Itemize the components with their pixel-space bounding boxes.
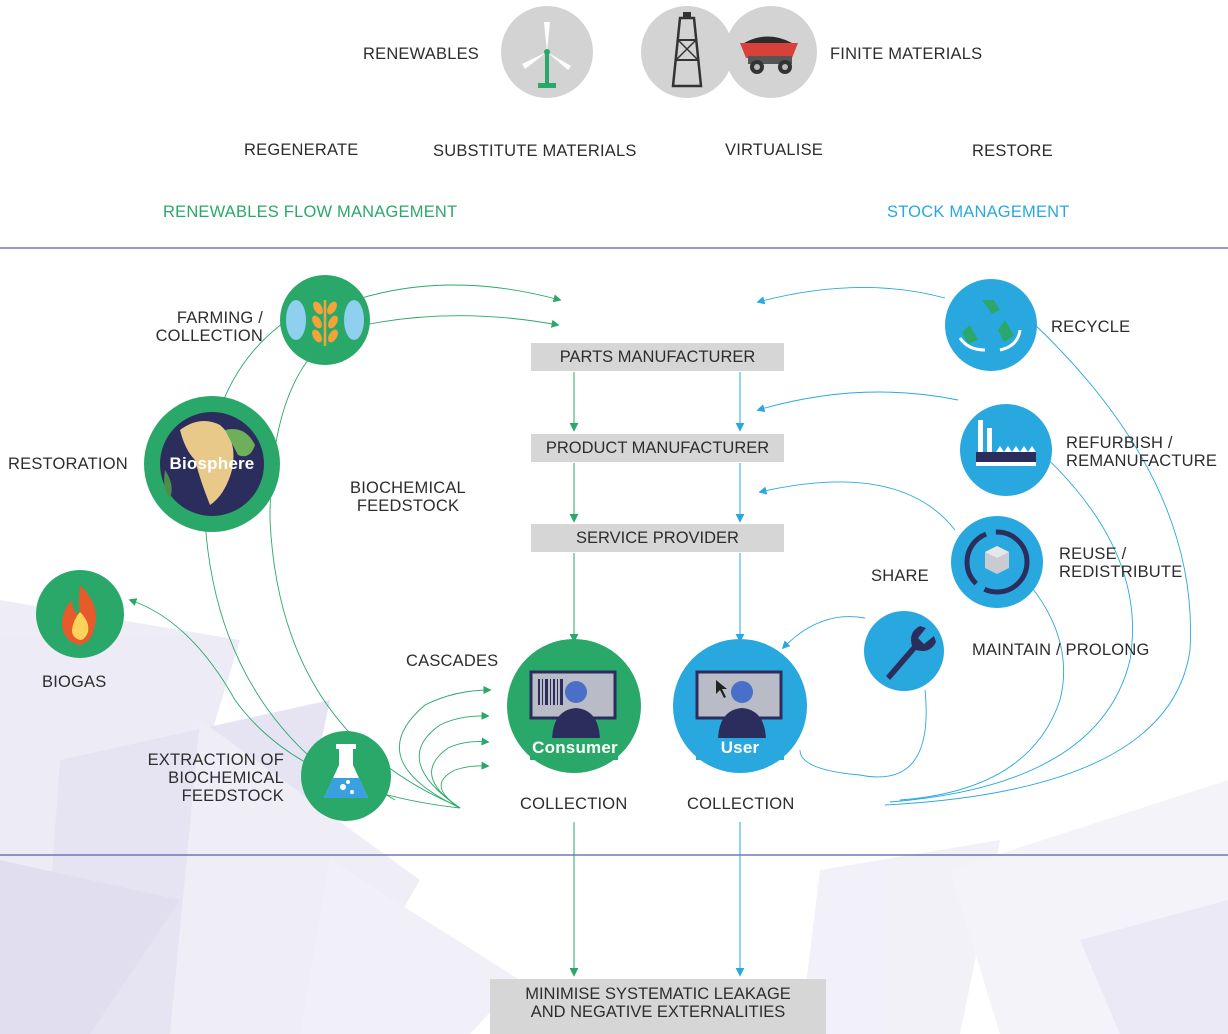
renewables-label: RENEWABLES <box>363 45 480 63</box>
product-manufacturer-box: PRODUCT MANUFACTURER <box>531 434 784 462</box>
share-label: SHARE <box>871 567 929 585</box>
restoration-label: RESTORATION <box>8 455 128 473</box>
leakage-box: MINIMISE SYSTEMATIC LEAKAGE AND NEGATIVE… <box>490 979 826 1034</box>
finite-materials-label: FINITE MATERIALS <box>830 45 983 63</box>
recycle-icon <box>945 279 1037 371</box>
recycle-label: RECYCLE <box>1051 318 1131 336</box>
flask-icon <box>301 731 391 821</box>
farming-collection-label: FARMING / COLLECTION <box>155 309 263 345</box>
technical-flows <box>756 287 1191 806</box>
biosphere-label: Biosphere <box>169 454 255 473</box>
extraction-label: EXTRACTION OF BIOCHEMICAL FEEDSTOCK <box>147 751 284 805</box>
globe-icon <box>144 396 280 532</box>
biochemical-feedstock-label: BIOCHEMICAL FEEDSTOCK <box>350 479 466 515</box>
maintain-label: MAINTAIN / PROLONG <box>972 641 1150 659</box>
virtualise-label: VIRTUALISE <box>725 141 823 159</box>
wind-turbine-icon <box>501 6 593 98</box>
factory-icon <box>960 404 1052 496</box>
collection-left-label: COLLECTION <box>520 795 628 813</box>
consumer-label: Consumer <box>532 738 618 757</box>
collection-right-label: COLLECTION <box>687 795 795 813</box>
substitute-materials-label: SUBSTITUTE MATERIALS <box>433 142 637 160</box>
renewables-flow-management-label: RENEWABLES FLOW MANAGEMENT <box>163 203 458 221</box>
mining-truck-icon <box>725 6 817 98</box>
regenerate-label: REGENERATE <box>244 141 359 159</box>
user-monitor-icon <box>673 639 807 773</box>
user-label: User <box>720 738 760 757</box>
biogas-label: BIOGAS <box>42 673 107 691</box>
cascades-label: CASCADES <box>406 652 499 670</box>
restore-label: RESTORE <box>972 142 1053 160</box>
stock-management-label: STOCK MANAGEMENT <box>887 203 1070 221</box>
consumer-monitor-icon <box>507 639 641 773</box>
faceted-background <box>0 600 1228 1034</box>
parts-manufacturer-box: PARTS MANUFACTURER <box>531 343 784 371</box>
wheat-icon <box>280 275 370 365</box>
service-provider-box: SERVICE PROVIDER <box>531 524 784 552</box>
oil-rig-icon <box>641 6 733 98</box>
refurbish-label: REFURBISH / REMANUFACTURE <box>1066 434 1218 470</box>
reuse-label: REUSE / REDISTRIBUTE <box>1059 545 1183 581</box>
flame-icon <box>36 570 124 658</box>
reuse-arrows-icon <box>951 516 1043 608</box>
wrench-icon <box>864 611 944 691</box>
